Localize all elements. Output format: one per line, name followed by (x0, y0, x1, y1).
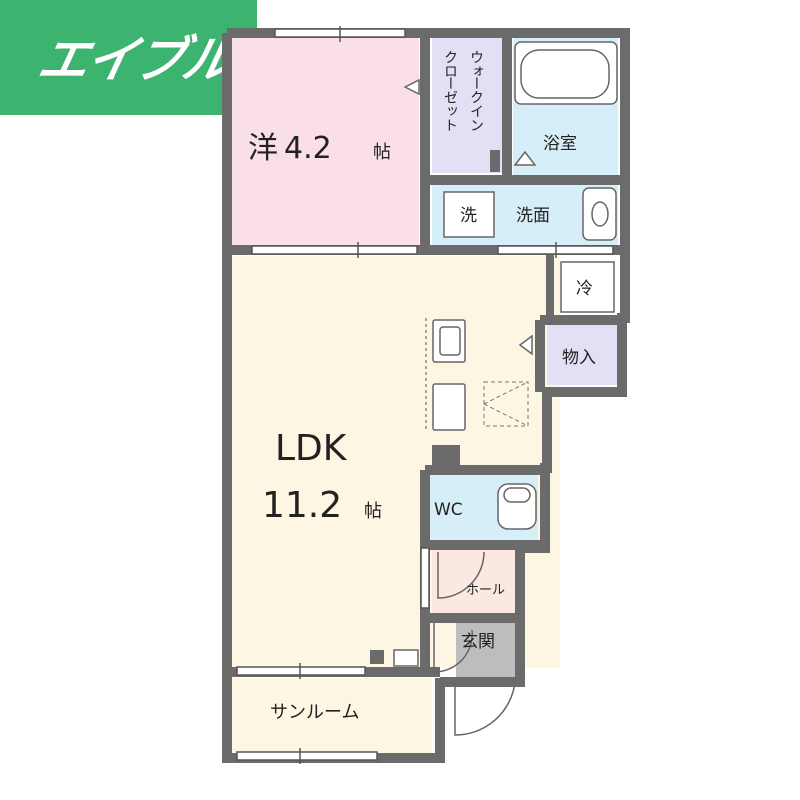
brand-logo: エイブル (0, 0, 257, 115)
bath-label: 浴室 (543, 134, 577, 154)
hall-area (432, 548, 516, 616)
sunroom (232, 678, 432, 753)
fixtures (393, 41, 618, 667)
windows (236, 26, 614, 764)
stove (432, 383, 466, 431)
entrance-label: 玄関 (461, 632, 495, 652)
western-room-unit: 帖 (373, 142, 391, 163)
walkin-label-1: ウォ (468, 50, 484, 78)
washroom-label: 洗面 (516, 206, 550, 226)
walkin-label-3: クロ (442, 50, 458, 78)
storage-label: 物入 (562, 348, 596, 368)
fridge-space (560, 261, 615, 313)
western-room-size: 4.2 (284, 131, 332, 166)
ldk-name: LDK (275, 428, 348, 469)
fridge-label: 冷 (576, 279, 593, 299)
doors (403, 78, 537, 736)
ldk-unit: 帖 (364, 501, 382, 522)
entrance-area (456, 620, 516, 678)
washer-space (443, 191, 495, 238)
wall-stub (546, 250, 554, 320)
sunroom-label: サンルーム (270, 702, 359, 723)
storage-room (547, 320, 618, 385)
walkin-label-2: ークイン (468, 76, 484, 132)
ldk-size: 11.2 (262, 485, 342, 526)
walkin-label-4: ーゼット (442, 76, 458, 132)
western-room-name: 洋 (248, 131, 278, 166)
wall-stub (490, 150, 500, 172)
western-room (232, 38, 419, 246)
laundry-label: 洗 (460, 206, 477, 226)
wall-stub (370, 650, 384, 664)
hall-label: ホール (466, 583, 505, 598)
wall-stub (432, 445, 460, 465)
wc-label: WC (434, 500, 463, 520)
